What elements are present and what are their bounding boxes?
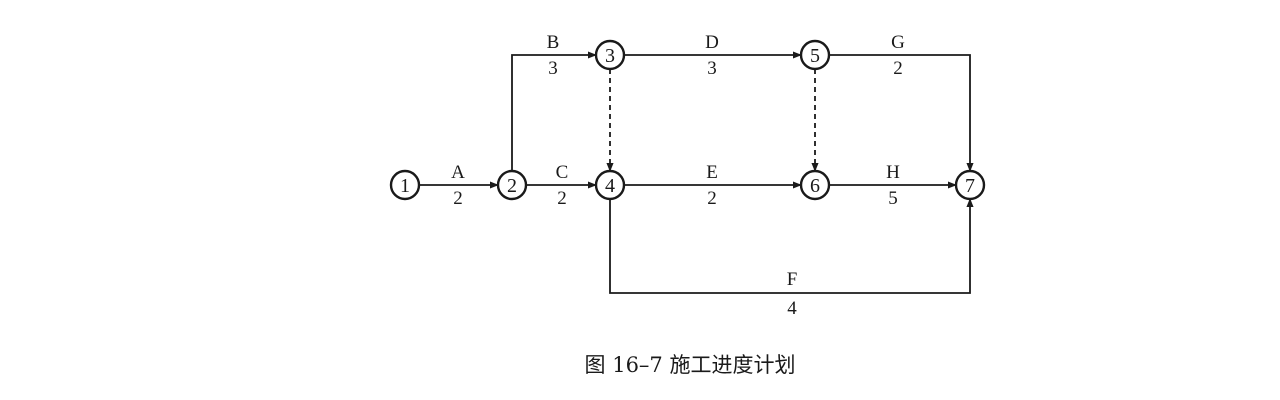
activity-name-6-7: H <box>886 162 900 183</box>
node-circle-5 <box>799 39 831 71</box>
activity-duration-3-5: 3 <box>707 58 717 79</box>
activity-name-3-5: D <box>705 32 719 53</box>
node-label-2: 2 <box>507 175 517 197</box>
node-label-5: 5 <box>810 45 820 67</box>
node-circle-3 <box>594 39 626 71</box>
node-label-7: 7 <box>965 175 975 197</box>
edges-layer <box>419 51 974 294</box>
node-circle-4 <box>594 169 626 201</box>
activity-name-2-3: B <box>547 32 560 53</box>
activity-duration-5-7: 2 <box>893 58 903 79</box>
figure-caption: 图 16–7 施工进度计划 <box>585 353 796 377</box>
node-label-1: 1 <box>400 175 410 197</box>
node-5: 5 <box>799 39 831 71</box>
activity-name-4-7: F <box>787 269 798 290</box>
activity-arrow-4-7 <box>609 198 974 294</box>
node-3: 3 <box>594 39 626 71</box>
activity-arrow-2-3 <box>511 51 597 171</box>
activity-duration-2-3: 3 <box>548 58 558 79</box>
node-7: 7 <box>954 169 986 201</box>
activity-duration-1-2: 2 <box>453 188 463 209</box>
activity-arrow-5-7 <box>829 54 974 172</box>
activity-name-5-7: G <box>891 32 905 53</box>
node-2: 2 <box>496 169 528 201</box>
node-circle-6 <box>799 169 831 201</box>
node-circle-7 <box>954 169 986 201</box>
node-label-4: 4 <box>605 175 615 197</box>
activity-name-4-6: E <box>706 162 718 183</box>
activity-name-1-2: A <box>451 162 465 183</box>
node-label-6: 6 <box>810 175 820 197</box>
node-6: 6 <box>799 169 831 201</box>
node-4: 4 <box>594 169 626 201</box>
node-circle-1 <box>389 169 421 201</box>
activity-name-2-4: C <box>556 162 569 183</box>
nodes-layer: 1 2 3 4 5 6 7 <box>389 39 986 201</box>
node-label-3: 3 <box>605 45 615 67</box>
activity-duration-6-7: 5 <box>888 188 898 209</box>
node-circle-2 <box>496 169 528 201</box>
activity-duration-4-6: 2 <box>707 188 717 209</box>
node-1: 1 <box>389 169 421 201</box>
activity-duration-2-4: 2 <box>557 188 567 209</box>
activity-duration-4-7: 4 <box>787 298 797 319</box>
